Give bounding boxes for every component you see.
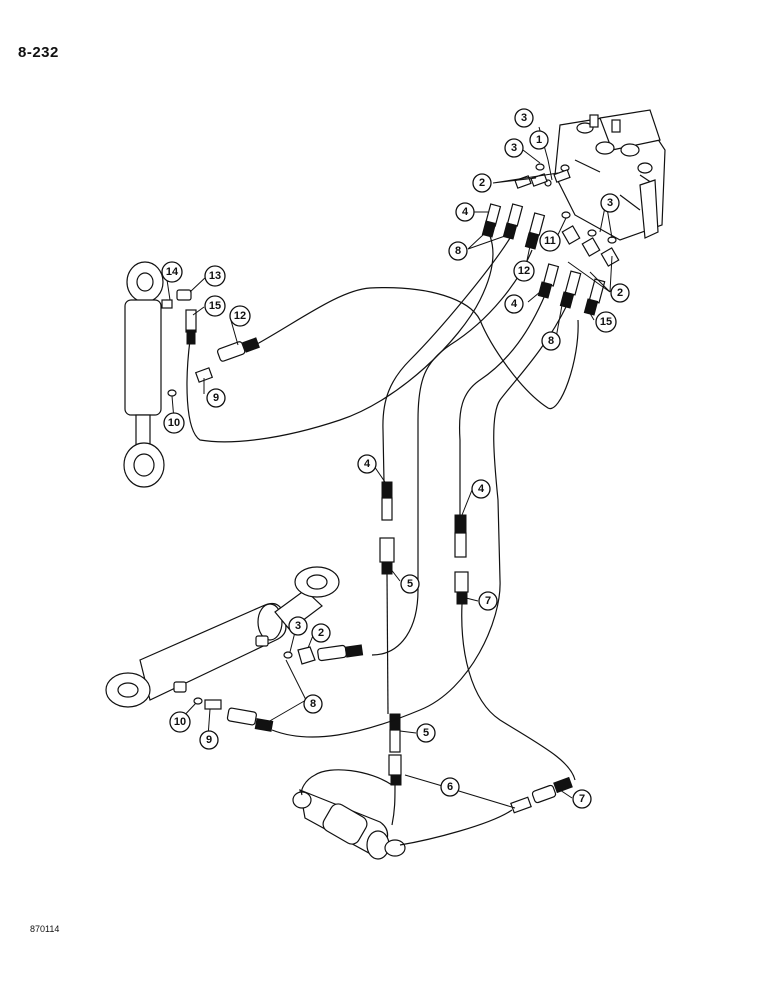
callout-2-lower: 2 — [311, 623, 331, 643]
svg-text:5: 5 — [407, 578, 413, 590]
svg-text:10: 10 — [174, 716, 186, 728]
callout-8-top: 8 — [448, 241, 468, 261]
svg-text:13: 13 — [209, 270, 221, 282]
callout-2-right: 2 — [610, 283, 630, 303]
svg-text:11: 11 — [544, 235, 556, 247]
control-valve — [554, 109, 666, 241]
callout-6: 6 — [440, 777, 460, 797]
svg-text:2: 2 — [318, 627, 324, 639]
upper-cylinder — [123, 261, 173, 488]
svg-text:6: 6 — [447, 781, 453, 793]
bottom-cylinder-fittings — [510, 776, 573, 814]
svg-text:14: 14 — [166, 266, 179, 278]
svg-text:7: 7 — [485, 595, 491, 607]
hose-ends-lower — [537, 263, 606, 316]
page-number: 8-232 — [18, 44, 59, 61]
mid-fittings — [379, 481, 469, 786]
callout-12-top: 12 — [513, 260, 535, 282]
callout-9-lower: 9 — [199, 730, 219, 750]
callout-12-left: 12 — [229, 305, 251, 327]
callout-7-mid: 7 — [478, 591, 498, 611]
callout-5-mid: 5 — [400, 574, 420, 594]
hoses — [186, 235, 579, 846]
callout-3-left: 3 — [504, 138, 524, 158]
svg-text:2: 2 — [617, 287, 623, 299]
callout-8-right: 8 — [541, 331, 561, 351]
bottom-cylinder — [292, 789, 406, 860]
callout-11: 11 — [539, 230, 561, 252]
callout-9-top: 9 — [206, 388, 226, 408]
callout-8-lower: 8 — [303, 694, 323, 714]
svg-text:15: 15 — [600, 316, 612, 328]
callout-3-lower: 3 — [288, 616, 308, 636]
callout-2-top: 2 — [472, 173, 492, 193]
svg-text:10: 10 — [168, 417, 180, 429]
callout-4-top: 4 — [455, 202, 475, 222]
svg-text:9: 9 — [206, 734, 212, 746]
callout-5-lower: 5 — [416, 723, 436, 743]
callout-10-top: 10 — [163, 412, 185, 434]
svg-text:12: 12 — [518, 265, 530, 277]
svg-text:3: 3 — [295, 620, 301, 632]
callout-15-left: 15 — [204, 295, 226, 317]
svg-text:12: 12 — [234, 310, 246, 322]
svg-text:8: 8 — [548, 335, 554, 347]
callout-14: 14 — [161, 261, 183, 283]
svg-text:9: 9 — [213, 392, 219, 404]
svg-text:4: 4 — [462, 206, 469, 218]
leader-lines — [165, 126, 613, 809]
svg-text:3: 3 — [607, 197, 613, 209]
callout-7-lower: 7 — [572, 789, 592, 809]
callout-1: 1 — [529, 130, 549, 150]
hose-ends-upper — [481, 203, 546, 250]
svg-text:4: 4 — [478, 483, 485, 495]
callout-10-lower: 10 — [169, 711, 191, 733]
svg-text:2: 2 — [479, 177, 485, 189]
document-code: 870114 — [30, 924, 60, 934]
callout-4-mid-left: 4 — [357, 454, 377, 474]
svg-text:8: 8 — [455, 245, 461, 257]
svg-text:4: 4 — [511, 298, 518, 310]
svg-text:1: 1 — [536, 134, 542, 146]
lower-cylinder-fittings — [193, 644, 364, 732]
callout-13: 13 — [204, 265, 226, 287]
valve-fittings — [514, 163, 620, 267]
svg-text:8: 8 — [310, 698, 316, 710]
svg-text:5: 5 — [423, 727, 429, 739]
callout-3-top: 3 — [514, 108, 534, 128]
callout-4-mid-right: 4 — [471, 479, 491, 499]
svg-text:7: 7 — [579, 793, 585, 805]
svg-text:15: 15 — [209, 300, 221, 312]
callout-3-right: 3 — [600, 193, 620, 213]
svg-text:3: 3 — [511, 142, 517, 154]
svg-text:4: 4 — [364, 458, 371, 470]
callout-15-right: 15 — [595, 311, 617, 333]
svg-text:3: 3 — [521, 112, 527, 124]
callout-4-right: 4 — [504, 294, 524, 314]
lower-cylinder — [105, 566, 340, 708]
upper-cylinder-fittings — [167, 289, 260, 397]
